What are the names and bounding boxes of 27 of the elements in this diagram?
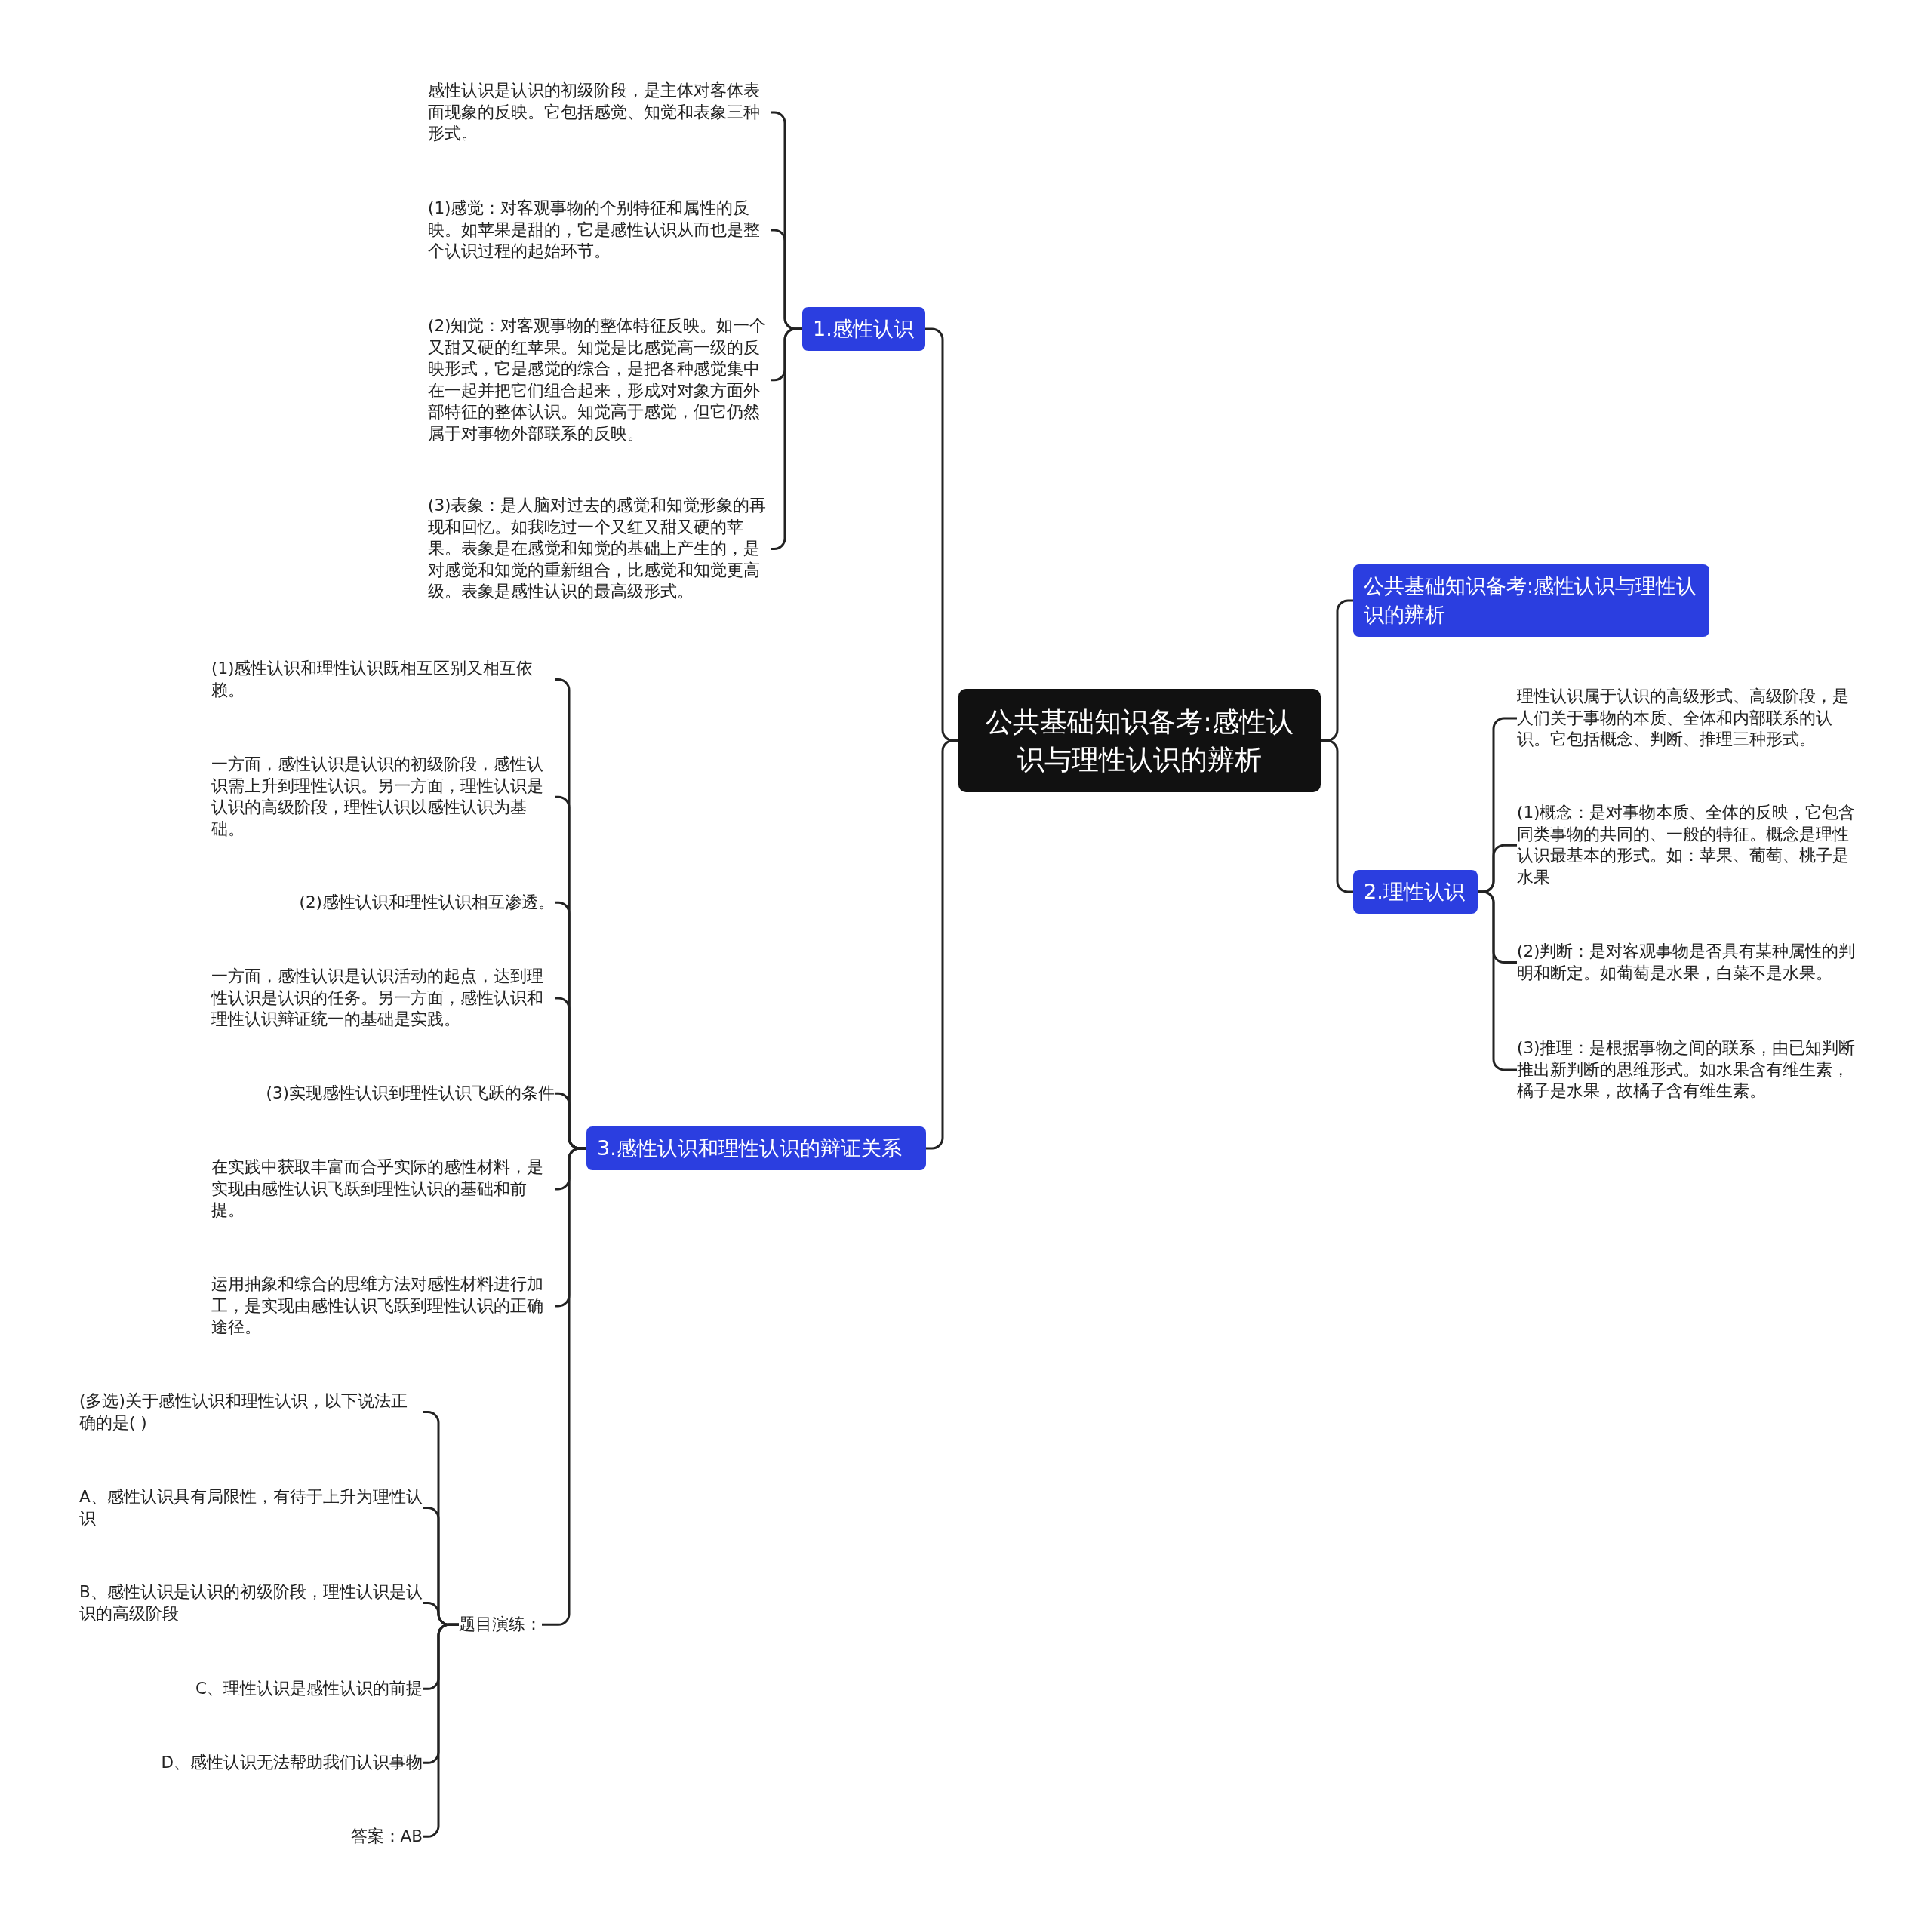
topic-text: 理性认识属于认识的高级形式、高级阶段，是人们关于事物的本质、全体和内部联系的认识。它包括概念、判断、推理三种形式。 xyxy=(1517,686,1860,751)
topic-text: B、感性认识是认识的初级阶段，理性认识是认识的高级阶段 xyxy=(79,1581,423,1625)
topic-text: 题目演练： xyxy=(459,1614,542,1636)
branch-topic-box: 1.感性认识 xyxy=(802,307,925,351)
topic-text: (3)表象：是人脑对过去的感觉和知觉形象的再现和回忆。如我吃过一个又红又甜又硬的苹果。表象是在感觉和知觉的基础上产生的，是对感觉和知觉的重新组合，比感觉和知觉更高级。表象是感性认识的最高级形式。 xyxy=(428,495,771,603)
topic-text: (3)推理：是根据事物之间的联系，由已知判断推出新判断的思维形式。如水果含有维生素，橘子是水果，故橘子含有维生素。 xyxy=(1517,1037,1860,1102)
topic-text: (2)知觉：对客观事物的整体特征反映。如一个又甜又硬的红苹果。知觉是比感觉高一级的反映形式，它是感觉的综合，是把各种感觉集中在一起并把它们组合起来，形成对对象方面外部特征的整体认识。知觉高于感觉，但它仍然属于对事物外部联系的反映。 xyxy=(428,315,771,445)
topic-text: (3)实现感性认识到理性认识飞跃的条件 xyxy=(266,1083,555,1105)
topic-text: (1)感觉：对客观事物的个别特征和属性的反映。如苹果是甜的，它是感性认识从而也是整个认识过程的起始环节。 xyxy=(428,198,771,263)
central-topic-box: 公共基础知识备考:感性认识与理性认识的辨析 xyxy=(958,689,1321,792)
topic-text: C、理性认识是感性认识的前提 xyxy=(195,1678,423,1700)
topic-text: A、感性认识具有局限性，有待于上升为理性认识 xyxy=(79,1486,423,1530)
topic-text: 一方面，感性认识是认识的初级阶段，感性认识需上升到理性认识。另一方面，理性认识是认识的高级阶段，理性认识以感性认识为基础。 xyxy=(211,754,555,841)
topic-text: 答案：AB xyxy=(350,1826,423,1848)
topic-text: 感性认识是认识的初级阶段，是主体对客体表面现象的反映。它包括感觉、知觉和表象三种形式。 xyxy=(428,80,771,145)
topic-text: (多选)关于感性认识和理性认识，以下说法正确的是( ) xyxy=(79,1391,423,1434)
topic-text: (1)感性认识和理性认识既相互区别又相互依赖。 xyxy=(211,658,555,702)
branch-topic-box: 公共基础知识备考:感性认识与理性认识的辨析 xyxy=(1353,564,1709,637)
branch-topic-box: 2.理性认识 xyxy=(1353,870,1478,914)
topic-text: 一方面，感性认识是认识活动的起点，达到理性认识是认识的任务。另一方面，感性认识和理性认识辩证统一的基础是实践。 xyxy=(211,966,555,1031)
branch-topic-box: 3.感性认识和理性认识的辩证关系 xyxy=(586,1126,926,1170)
topic-text: (1)概念：是对事物本质、全体的反映，它包含同类事物的共同的、一般的特征。概念是理性认识最基本的形式。如：苹果、葡萄、桃子是水果 xyxy=(1517,802,1860,889)
topic-text: (2)感性认识和理性认识相互渗透。 xyxy=(299,892,555,914)
topic-text: (2)判断：是对客观事物是否具有某种属性的判明和断定。如葡萄是水果，白菜不是水果。 xyxy=(1517,941,1860,985)
topic-text: 运用抽象和综合的思维方法对感性材料进行加工，是实现由感性认识飞跃到理性认识的正确途径。 xyxy=(211,1274,555,1338)
topic-text: 在实践中获取丰富而合乎实际的感性材料，是实现由感性认识飞跃到理性认识的基础和前提。 xyxy=(211,1157,555,1222)
topic-text: D、感性认识无法帮助我们认识事物 xyxy=(161,1752,423,1774)
